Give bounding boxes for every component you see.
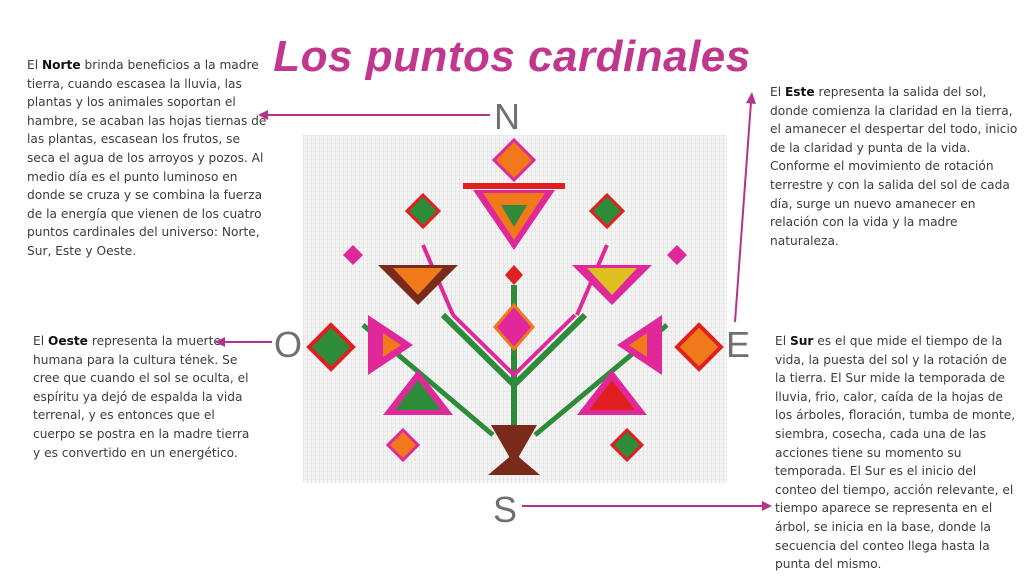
norte-description: El Norte brinda beneficios a la madre ti… — [27, 56, 267, 261]
south-arrowhead-icon — [762, 501, 772, 511]
west-arrowhead-icon — [215, 337, 225, 347]
este-pre: El — [770, 85, 785, 99]
sur-text: es el que mide el tiempo de la vida, la … — [775, 334, 1016, 572]
north-label: N — [494, 96, 520, 137]
oeste-pre: El — [33, 334, 48, 348]
este-text: representa la salida del sol, donde comi… — [770, 85, 1018, 248]
sur-description: El Sur es el que mide el tiempo de la vi… — [775, 332, 1020, 574]
east-label: E — [726, 324, 751, 365]
norte-bold: Norte — [41, 58, 81, 72]
oeste-text: representa la muerte humana para la cult… — [33, 334, 250, 460]
west-label: O — [274, 324, 303, 365]
page-title: Los puntos cardinales — [273, 32, 751, 81]
embroidery-tree-image — [303, 135, 727, 483]
sur-pre: El — [775, 334, 790, 348]
oeste-description: El Oeste representa la muerte humana par… — [33, 332, 258, 462]
oeste-bold: Oeste — [47, 334, 88, 348]
norte-pre: El — [27, 58, 42, 72]
south-label: S — [493, 489, 518, 530]
north-arrowhead-icon — [258, 110, 268, 120]
este-bold: Este — [784, 85, 815, 99]
east-arrowhead-icon — [746, 92, 756, 104]
east-arrow — [734, 101, 752, 323]
este-description: El Este representa la salida del sol, do… — [770, 83, 1020, 250]
sur-bold: Sur — [789, 334, 814, 348]
norte-text: brinda beneficios a la madre tierra, cua… — [27, 58, 267, 258]
